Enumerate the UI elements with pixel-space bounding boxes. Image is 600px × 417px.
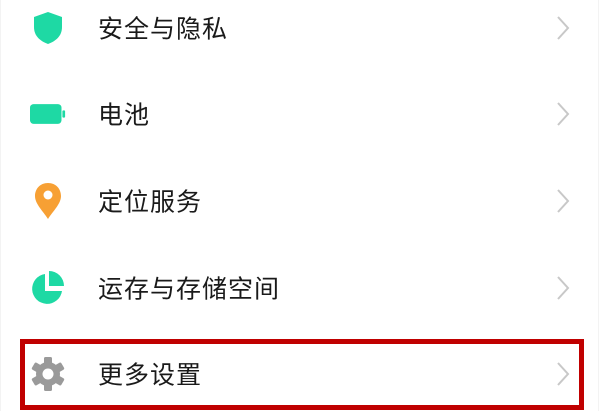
settings-item-ram-storage[interactable]: 运存与存储空间 [0,245,600,331]
settings-item-label: 定位服务 [98,187,203,217]
screen-edge-right [598,0,599,411]
chevron-right-icon [556,101,570,127]
chevron-right-icon [556,188,570,214]
battery-icon [30,96,66,132]
settings-item-label: 运存与存储空间 [98,274,281,304]
chevron-right-icon [556,361,570,387]
settings-item-label: 安全与隐私 [98,14,229,44]
location-pin-icon [30,183,66,219]
settings-item-label: 更多设置 [98,360,203,390]
settings-item-battery[interactable]: 电池 [0,71,600,157]
shield-icon [30,10,66,46]
screen-edge-left [0,0,1,411]
chevron-right-icon [556,15,570,41]
chevron-right-icon [556,275,570,301]
gear-icon [30,356,66,392]
settings-item-location-services[interactable]: 定位服务 [0,158,600,244]
settings-item-more-settings[interactable]: 更多设置 [0,331,600,417]
settings-item-security-privacy[interactable]: 安全与隐私 [0,0,600,71]
settings-item-label: 电池 [98,100,151,130]
pie-chart-icon [30,270,66,306]
